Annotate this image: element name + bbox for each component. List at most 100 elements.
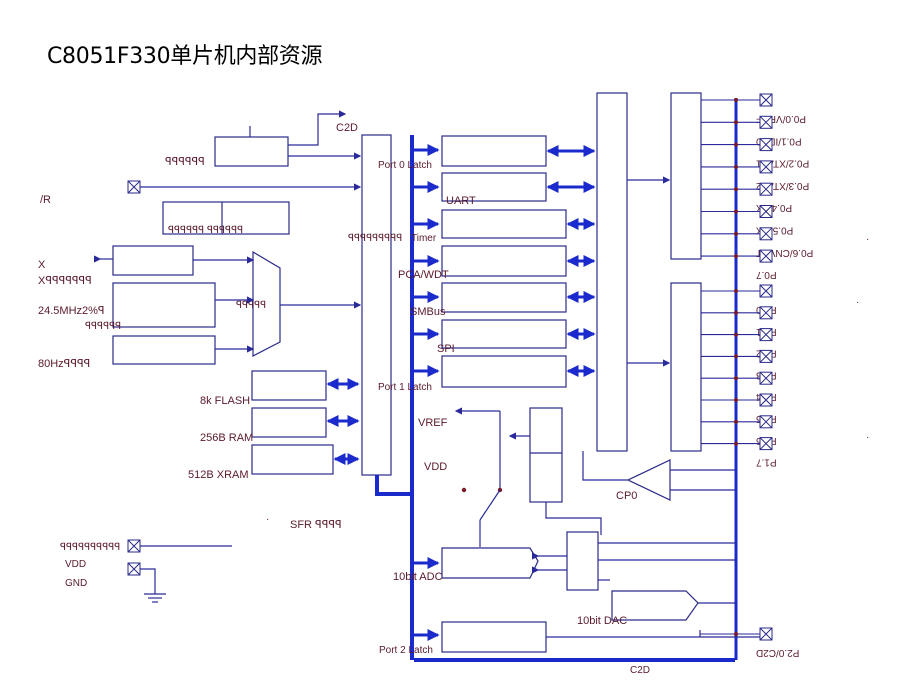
- adc-label: 10bit ADC: [393, 571, 443, 583]
- pin-junction: [734, 419, 738, 424]
- xtal-osc-block: [112, 245, 194, 276]
- xtal-label: Xꟼꟼꟼꟼꟼꟼꟼ: [38, 275, 92, 287]
- svg-text:·: ·: [856, 297, 859, 308]
- p0-driver: [670, 92, 702, 260]
- vref-label: VREF: [418, 417, 448, 429]
- cpu-label: ꟼꟼꟼꟼꟼꟼꟼꟼꟼ: [348, 233, 402, 244]
- osc-24-label: 24.5MHz2%ꟼ: [38, 305, 105, 317]
- pin-junction: [734, 376, 738, 381]
- cp0-label: CP0: [616, 490, 637, 502]
- lf-osc-block: [112, 335, 216, 365]
- pin-pad-cross: [759, 138, 773, 151]
- port1-latch: [441, 355, 567, 388]
- pin-pad-cross: [759, 160, 773, 174]
- c2d-top-label: C2D: [336, 122, 358, 134]
- pin-pad-cross: [759, 393, 773, 407]
- clock-mux: [252, 250, 281, 357]
- port0-latch: [441, 135, 547, 167]
- power-label: ꟼꟼꟼꟼꟼꟼꟼꟼꟼꟼ: [60, 542, 120, 553]
- pin-label: P0.6/CNVST: [756, 247, 813, 258]
- osc-80-label: 80Hzꟼꟼꟼꟼ: [38, 358, 90, 370]
- rst-label: /R: [40, 194, 51, 206]
- c2d-wire: [288, 110, 347, 146]
- pin-pad-cross: [759, 437, 773, 450]
- pin-junction: [734, 398, 738, 402]
- xram-label: 512B XRAM: [188, 469, 249, 481]
- port2-latch: [441, 621, 547, 653]
- pin-junction: [734, 441, 738, 446]
- int-osc-block: [112, 282, 216, 328]
- pin-pad-cross: [759, 115, 773, 129]
- vdd-ref-label: VDD: [424, 461, 447, 473]
- p0-pin-group: P0.0/VREFP0.1/IDA0P0.2/XTAL1P0.3/XTAL2P0…: [701, 93, 813, 280]
- pin-junction: [734, 209, 738, 214]
- pin-junction: [734, 354, 738, 359]
- svg-text:·: ·: [866, 234, 869, 245]
- port1-label: Port 1 Latch: [378, 382, 432, 393]
- pin-pad-cross: [759, 227, 773, 241]
- debug-label: ꟼꟼꟼꟼꟼꟼ: [165, 156, 205, 168]
- svg-text:ꟼꟼꟼꟼꟼꟼ: ꟼꟼꟼꟼꟼꟼ: [85, 321, 121, 332]
- sfr-bus: [375, 135, 414, 496]
- svg-text:·: ·: [266, 514, 269, 525]
- pin-junction: [734, 632, 738, 636]
- pin-junction: [734, 164, 738, 169]
- vdd-label: VDD: [65, 559, 86, 570]
- pin-pad-cross: [759, 93, 773, 107]
- port2-label: Port 2 Latch: [379, 645, 433, 656]
- cpu-core: [361, 134, 392, 476]
- timer-label: Timer: [411, 233, 437, 244]
- pin-pad-cross: [759, 284, 773, 298]
- pin-pad-cross: [759, 371, 773, 385]
- pin-pad-cross: [759, 306, 773, 320]
- por-block: [162, 201, 290, 235]
- adc-input-mux: [566, 531, 599, 591]
- uart-label: UART: [446, 195, 476, 207]
- smbus-label: SMBus: [410, 306, 446, 318]
- pin-junction: [734, 98, 738, 102]
- pin-junction: [734, 289, 738, 293]
- p1-pin-group: P1.0P1.1P1.2P1.3P1.4P1.5P1.6P1.7: [701, 284, 777, 468]
- peripheral-blocks: [441, 135, 567, 388]
- pin-pad-cross: [759, 350, 773, 363]
- pin-pad-cross: [759, 328, 773, 341]
- pin-junction: [734, 254, 738, 259]
- mux-label: ꟼꟼꟼꟼꟼ: [236, 300, 266, 311]
- pin-pad-cross: [759, 205, 773, 218]
- pin-label: P2.0/C2D: [756, 647, 799, 658]
- pin-junction: [734, 120, 738, 125]
- pca-label: PCA/WDT: [398, 269, 449, 281]
- pca-block: [441, 245, 567, 277]
- timer-block: [441, 209, 567, 239]
- pin-junction: [734, 332, 738, 337]
- gnd-label: GND: [65, 578, 87, 589]
- slide-title: C8051F330单片机内部资源: [47, 44, 323, 69]
- p1-driver: [670, 282, 702, 452]
- pin-junction: [734, 310, 738, 315]
- xram-block: [251, 444, 334, 475]
- pin-label: P0.4/TX: [756, 202, 792, 213]
- por-label: ꟼꟼꟼꟼꟼꟼ ꟼꟼꟼꟼꟼꟼ: [168, 225, 243, 236]
- pin-junction: [734, 231, 738, 236]
- c2d-bottom-label: C2D: [630, 665, 650, 676]
- dac-block: [611, 590, 699, 621]
- pin-label: P0.0/VREF: [756, 113, 806, 124]
- flash-label: 8k FLASH: [200, 395, 250, 407]
- dac-label: 10bit DAC: [577, 615, 627, 627]
- ram-block: [251, 407, 327, 438]
- pin-pad-cross: [759, 415, 773, 429]
- cp0-comparator: [626, 459, 671, 501]
- spi-block: [441, 319, 567, 349]
- smbus-block: [441, 282, 567, 313]
- pin-label: P0.5/RX: [756, 225, 794, 236]
- flash-block: [251, 370, 327, 401]
- ram-label: 256B RAM: [200, 432, 253, 444]
- pin-pad-cross: [759, 627, 773, 641]
- debug-block: [214, 136, 289, 167]
- pin-pad-cross: [759, 182, 773, 196]
- pin-label: P0.7: [756, 269, 777, 280]
- pin-label: P0.1/IDA0: [756, 135, 802, 146]
- sfr-label: SFR ꟼꟼꟼꟼ: [290, 519, 342, 531]
